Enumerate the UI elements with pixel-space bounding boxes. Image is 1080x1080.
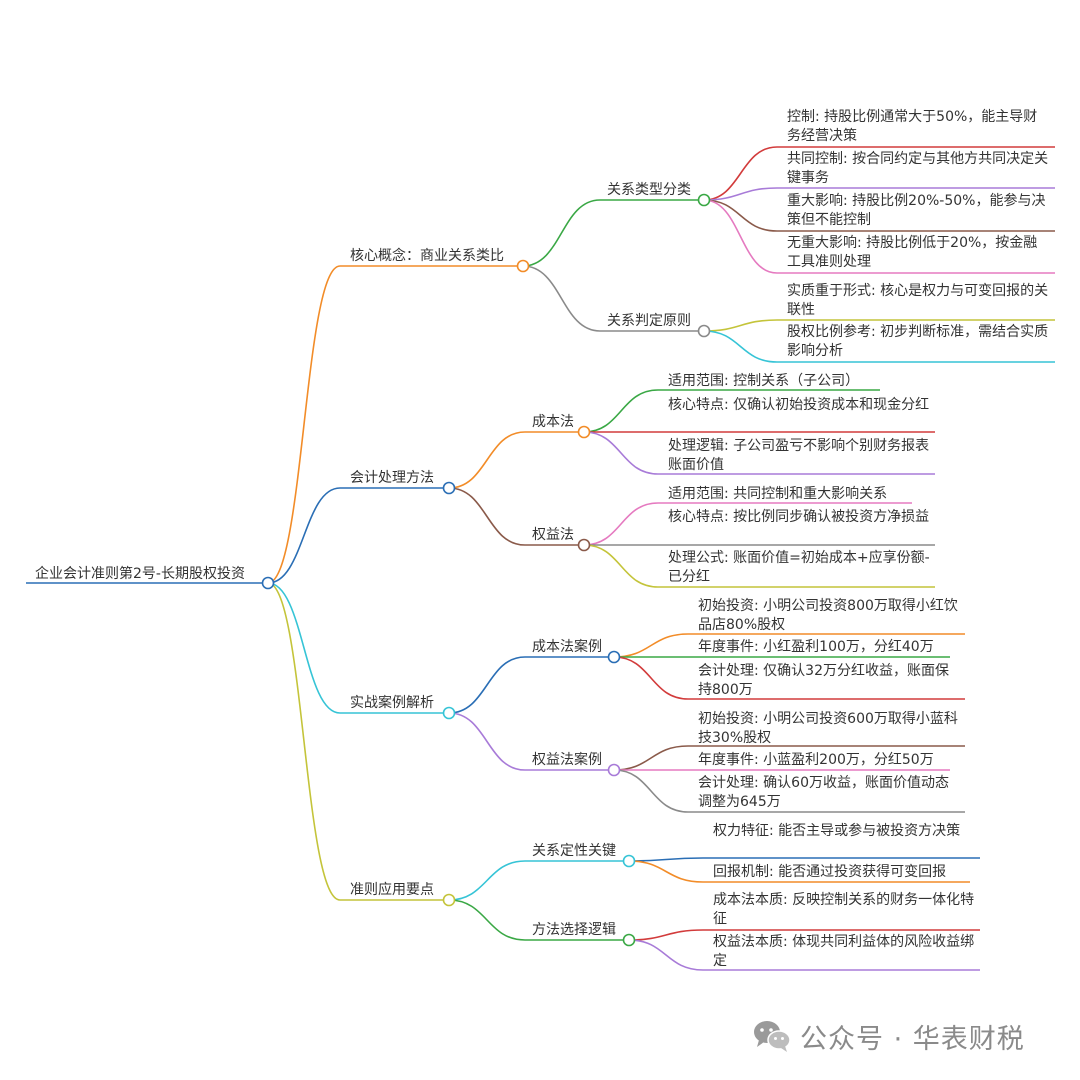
topic-label: 成本法案例 (532, 639, 602, 655)
leaf-connector (628, 929, 704, 941)
topic-connector (448, 656, 526, 714)
leaf-label: 年度事件: 小红盈利100万，分红40万 (698, 639, 934, 655)
topic-connector (448, 899, 526, 941)
topic-node[interactable] (622, 854, 636, 868)
topic-label: 关系判定原则 (607, 313, 691, 329)
leaf-label: 实质重于形式: 核心是权力与可变回报的关联性 (787, 283, 1049, 318)
topic-label: 权益法 (532, 527, 574, 543)
leaf-label: 初始投资: 小明公司投资800万取得小红饮品店80%股权 (698, 598, 958, 633)
branch-node[interactable] (516, 259, 530, 273)
branch-label: 实战案例解析 (350, 695, 434, 711)
topic-connector (448, 487, 526, 546)
leaf-label: 会计处理: 仅确认32万分红收益，账面保持800万 (698, 663, 949, 698)
topic-label: 成本法 (532, 414, 574, 430)
topic-node[interactable] (607, 650, 621, 664)
topic-connector (448, 860, 526, 901)
leaf-label: 共同控制: 按合同约定与其他方共同决定关键事务 (787, 151, 1049, 186)
leaf-label: 控制: 持股比例通常大于50%，能主导财务经营决策 (787, 109, 1038, 144)
leaf-connector (703, 330, 778, 363)
watermark: 公众号 · 华表财税 (752, 1016, 1025, 1056)
leaf-connector (628, 939, 704, 971)
leaf-label: 核心特点: 仅确认初始投资成本和现金分红 (668, 397, 930, 413)
branch-connector (267, 487, 341, 584)
branch-connector (267, 582, 341, 714)
leaf-label: 权力特征: 能否主导或参与被投资方决策 (713, 823, 961, 839)
topic-connector (448, 431, 526, 489)
branch-label: 核心概念：商业关系类比 (350, 248, 504, 264)
topic-label: 权益法案例 (532, 752, 602, 768)
leaf-label: 成本法本质: 反映控制关系的财务一体化特征 (713, 892, 975, 927)
branch-connector (267, 265, 341, 584)
leaf-connector (613, 633, 689, 658)
wechat-icon (754, 1021, 791, 1052)
root-node[interactable] (261, 576, 275, 590)
leaf-label: 会计处理: 确认60万收益，账面价值动态调整为645万 (698, 775, 949, 810)
leaf-connector (613, 656, 689, 700)
topic-label: 关系定性关键 (532, 843, 616, 859)
leaf-connector (703, 146, 778, 201)
leaf-connector (613, 769, 689, 813)
watermark-text: 公众号 · 华表财税 (800, 1023, 1025, 1055)
leaf-label: 核心特点: 按比例同步确认被投资方净损益 (668, 509, 930, 525)
topic-node[interactable] (697, 193, 711, 207)
leaf-label: 处理公式: 账面价值=初始成本+应享份额-已分红 (668, 550, 930, 585)
topic-node[interactable] (607, 763, 621, 777)
topic-node[interactable] (577, 538, 591, 552)
leaf-label: 适用范围: 控制关系（子公司） (668, 373, 860, 389)
topic-label: 关系类型分类 (607, 182, 691, 198)
leaf-label: 无重大影响: 持股比例低于20%，按金融工具准则处理 (787, 235, 1038, 270)
leaf-label: 处理逻辑: 子公司盈亏不影响个别财务报表账面价值 (668, 438, 930, 473)
leaf-label: 权益法本质: 体现共同利益体的风险收益绑定 (713, 934, 975, 969)
leaf-connector (583, 502, 659, 546)
leaf-connector (703, 199, 778, 274)
branch-connector (267, 582, 341, 901)
leaf-connector (583, 389, 659, 433)
leaf-label: 初始投资: 小明公司投资600万取得小蓝科技30%股权 (698, 711, 958, 746)
leaf-label: 股权比例参考: 初步判断标准，需结合实质影响分析 (787, 324, 1049, 359)
branch-node[interactable] (442, 706, 456, 720)
branch-node[interactable] (442, 481, 456, 495)
leaf-connector (628, 860, 704, 883)
leaf-label: 回报机制: 能否通过投资获得可变回报 (713, 864, 947, 880)
topic-connector (522, 199, 601, 267)
leaf-connector (628, 857, 704, 862)
topic-node[interactable] (577, 425, 591, 439)
root-label: 企业会计准则第2号-长期股权投资 (35, 566, 245, 582)
branch-node[interactable] (442, 893, 456, 907)
leaf-connector (583, 544, 659, 588)
leaf-label: 年度事件: 小蓝盈利200万，分红50万 (698, 752, 934, 768)
leaf-connector (703, 199, 778, 232)
topic-node[interactable] (697, 324, 711, 338)
leaf-connector (583, 431, 659, 475)
topic-node[interactable] (622, 933, 636, 947)
leaf-label: 适用范围: 共同控制和重大影响关系 (668, 486, 888, 502)
topic-label: 方法选择逻辑 (532, 922, 616, 938)
leaf-connector (703, 187, 778, 201)
leaf-connector (703, 319, 778, 332)
leaf-connector (613, 745, 689, 771)
topic-connector (522, 265, 601, 332)
topic-connector (448, 712, 526, 771)
branch-label: 准则应用要点 (350, 882, 434, 898)
branch-label: 会计处理方法 (350, 470, 434, 486)
leaf-label: 重大影响: 持股比例20%-50%，能参与决策但不能控制 (787, 193, 1046, 228)
